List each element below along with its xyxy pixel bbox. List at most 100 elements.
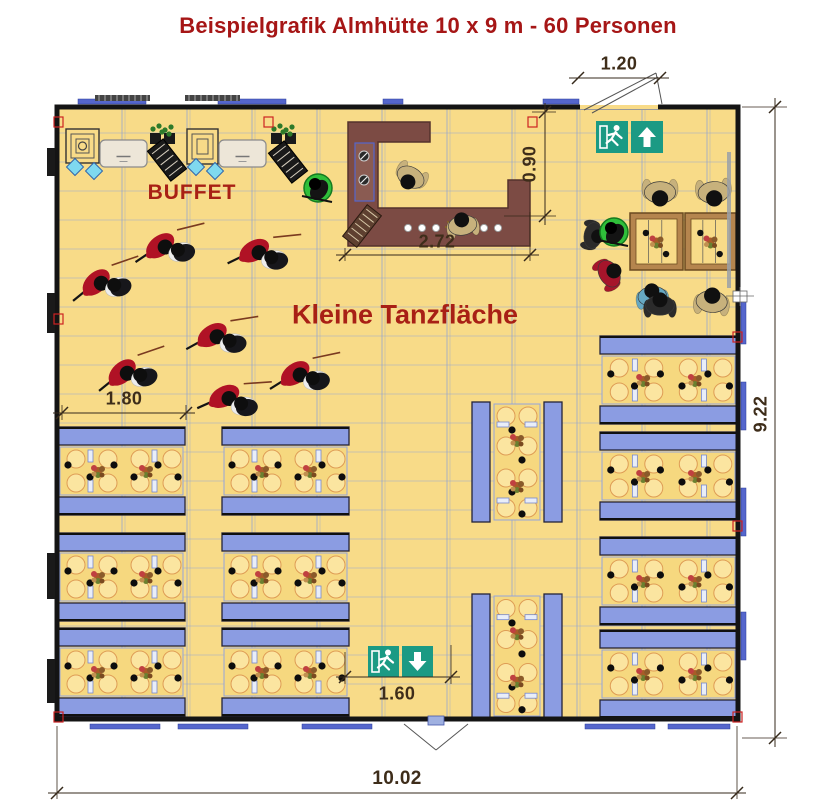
window <box>177 723 249 730</box>
dimension-door-width <box>569 71 669 85</box>
flower-petal <box>653 242 660 249</box>
cad-marker <box>732 711 743 723</box>
flower-petal <box>147 667 153 673</box>
napkin <box>151 555 158 569</box>
dimension-room-width <box>48 726 746 800</box>
dancer-head <box>234 396 249 411</box>
flower-petal <box>303 666 309 672</box>
plate <box>162 650 182 670</box>
flower-petal <box>636 674 642 680</box>
flower-petal <box>303 672 309 678</box>
flower-petal <box>91 471 97 477</box>
cup <box>250 473 258 481</box>
dancer-head <box>107 277 122 292</box>
plate <box>678 454 698 474</box>
counter-top <box>218 139 267 168</box>
table-item <box>697 229 704 237</box>
person-head <box>309 178 321 190</box>
plate <box>678 652 698 672</box>
cup <box>130 674 138 682</box>
flower-petal <box>636 668 643 674</box>
flower-centerpiece <box>636 668 651 681</box>
cup <box>678 382 686 390</box>
flower-petal <box>303 577 309 583</box>
bench <box>57 496 186 516</box>
cup <box>274 567 282 575</box>
person-arm <box>597 239 629 247</box>
window <box>89 723 161 730</box>
cad-marker <box>53 313 64 325</box>
flower-petal <box>640 675 647 681</box>
bench <box>599 536 738 556</box>
flower-centerpiece <box>687 470 702 483</box>
person-head <box>652 292 668 308</box>
plate <box>644 676 664 696</box>
plate <box>294 449 314 469</box>
napkin <box>496 421 510 428</box>
napkin <box>315 680 322 694</box>
flower-petal <box>99 466 105 472</box>
plate <box>644 583 664 603</box>
plant-pot <box>285 133 296 144</box>
board-stripe <box>351 227 363 238</box>
flower-petal <box>91 577 97 583</box>
dancer-red-arm <box>208 399 221 408</box>
table-block <box>599 431 738 521</box>
bench <box>599 501 738 521</box>
cup <box>630 676 639 684</box>
cup <box>86 473 94 481</box>
plate <box>66 650 86 670</box>
plant-pot <box>164 133 175 144</box>
cup <box>630 478 639 486</box>
buffet-square-table <box>186 128 219 165</box>
flower-petal <box>695 669 702 675</box>
person <box>643 292 677 318</box>
flower-petal <box>263 673 269 679</box>
cup <box>678 676 686 684</box>
table-item <box>662 250 670 258</box>
cup <box>228 662 236 670</box>
beer-tap-handle <box>360 176 368 184</box>
flower-petal <box>649 235 656 242</box>
board-stripe <box>347 232 360 242</box>
flower-petal <box>687 374 694 380</box>
cup <box>250 674 258 682</box>
flower-petal <box>263 572 269 578</box>
flower-petal <box>95 673 101 679</box>
flower-centerpiece <box>510 434 524 447</box>
cup <box>154 461 162 469</box>
plate <box>713 358 733 378</box>
napkin <box>151 585 158 599</box>
plate <box>66 579 86 599</box>
flower-petal <box>263 667 269 673</box>
window <box>740 487 747 537</box>
cup <box>154 567 162 575</box>
cad-marker <box>732 331 743 343</box>
flower-petal <box>650 242 655 247</box>
cup <box>174 473 182 481</box>
serving-rack <box>267 140 309 184</box>
running-man-icon <box>605 125 623 147</box>
walls <box>47 72 754 751</box>
cup <box>630 583 639 591</box>
flower-petal <box>255 571 261 577</box>
bench <box>599 335 738 355</box>
cup <box>154 662 162 670</box>
dancer-head <box>305 371 320 386</box>
dimension-dance-gap <box>53 405 195 420</box>
flower-petal <box>255 672 261 678</box>
flower-centerpiece <box>510 674 524 688</box>
flower-petal <box>303 571 309 577</box>
person <box>591 258 622 292</box>
flower-petal <box>687 668 694 674</box>
table-block <box>221 426 350 516</box>
table-block <box>599 536 738 626</box>
rack-stripe <box>151 143 165 155</box>
person <box>693 287 730 317</box>
flower-petal <box>707 242 714 249</box>
flower-petal <box>636 470 643 476</box>
plate <box>262 473 282 493</box>
rack-stripe <box>160 154 174 166</box>
dancer-arm <box>137 345 165 356</box>
